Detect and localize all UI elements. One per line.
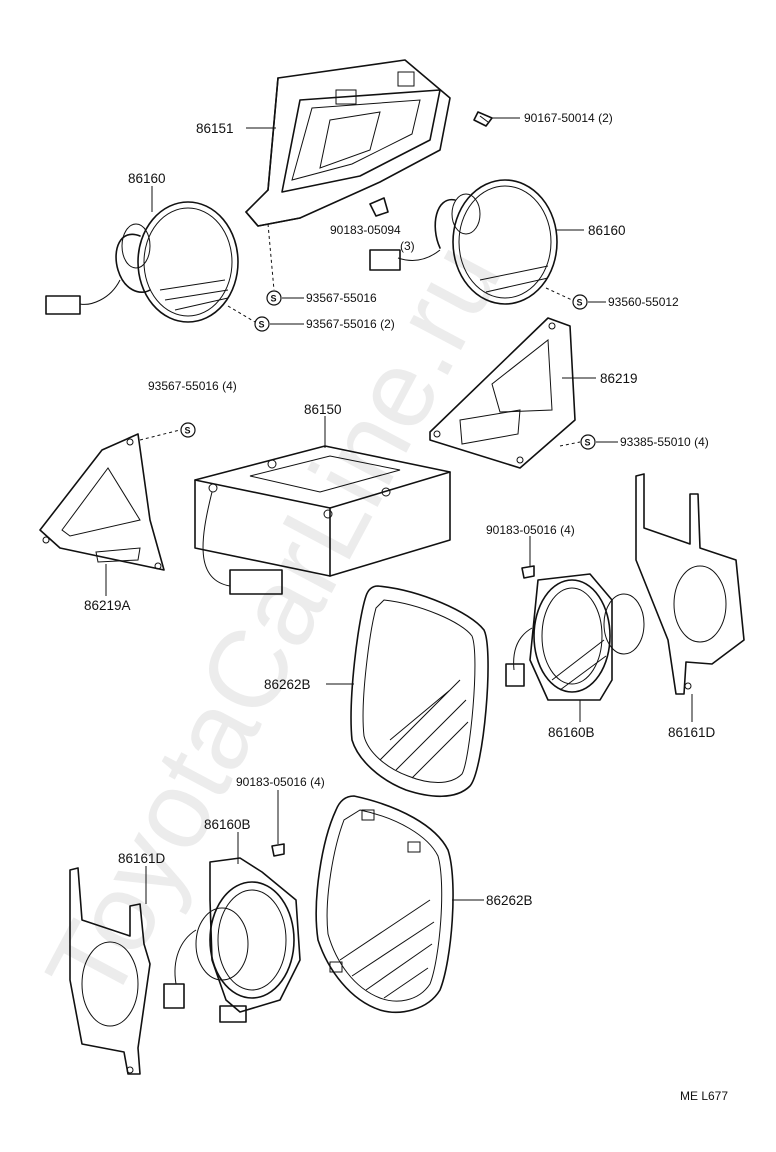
speaker-86160-right (369, 179, 558, 305)
callout-93560-55012: 93560-55012 (608, 295, 679, 309)
callout-90167-50014: 90167-50014 (2) (524, 111, 613, 125)
callout-86151: 86151 (196, 121, 234, 136)
speaker-86160B-upper (505, 573, 645, 701)
callout-86160-left: 86160 (128, 171, 166, 186)
svg-text:S: S (585, 438, 591, 448)
diagram-reference-code: ME L677 (680, 1089, 728, 1103)
screw-90167 (473, 111, 493, 127)
leader-lines (105, 117, 693, 904)
speaker-86160B-lower (163, 857, 301, 1023)
svg-text:S: S (259, 320, 265, 330)
speaker-86160-left (45, 201, 239, 323)
bracket-86161D-lower (69, 867, 151, 1075)
s-screw-icon-93385: S (580, 434, 596, 450)
bracket-86161D-upper (635, 473, 745, 695)
clip-90183-05094 (369, 197, 389, 217)
callout-86160B-upper: 86160B (548, 725, 595, 740)
callout-86219: 86219 (600, 371, 638, 386)
grille-86262B-upper (350, 585, 489, 798)
callout-86262B-lower: 86262B (486, 893, 533, 908)
grille-86262B-lower (315, 795, 454, 1013)
callout-90183-05094: 90183-05094 (330, 223, 401, 237)
callout-86219A: 86219A (84, 598, 131, 613)
amplifier-86150 (194, 445, 451, 595)
callout-86150: 86150 (304, 402, 342, 417)
callout-90183-05016-lower: 90183-05016 (4) (236, 775, 325, 789)
callout-93567-55016-b: 93567-55016 (2) (306, 317, 395, 331)
s-screw-icon-93567-b: S (254, 316, 270, 332)
callout-90183-05094-qty: (3) (400, 239, 415, 253)
callout-86160B-lower: 86160B (204, 817, 251, 832)
callout-90183-05016-upper: 90183-05016 (4) (486, 523, 575, 537)
callout-86262B-upper: 86262B (264, 677, 311, 692)
callout-86160-right: 86160 (588, 223, 626, 238)
screw-90183-05016-upper (521, 565, 535, 579)
svg-text:S: S (577, 298, 583, 308)
dashed-lines (139, 223, 581, 447)
callout-86161D-lower: 86161D (118, 851, 166, 866)
s-screw-icon-93567-c: S (180, 422, 196, 438)
bracket-86219A (39, 433, 165, 571)
callout-86161D-upper: 86161D (668, 725, 716, 740)
bracket-86219 (429, 317, 576, 469)
callout-93567-55016-a: 93567-55016 (306, 291, 377, 305)
screw-90183-05016-lower (271, 843, 285, 857)
speaker-housing-86151 (245, 59, 451, 227)
svg-text:S: S (271, 294, 277, 304)
s-screw-icon-93567-a: S (266, 290, 282, 306)
callout-93567-55016-c: 93567-55016 (4) (148, 379, 237, 393)
svg-text:S: S (185, 426, 191, 436)
s-screw-icon-93560: S (572, 294, 588, 310)
callout-93385-55010: 93385-55010 (4) (620, 435, 709, 449)
